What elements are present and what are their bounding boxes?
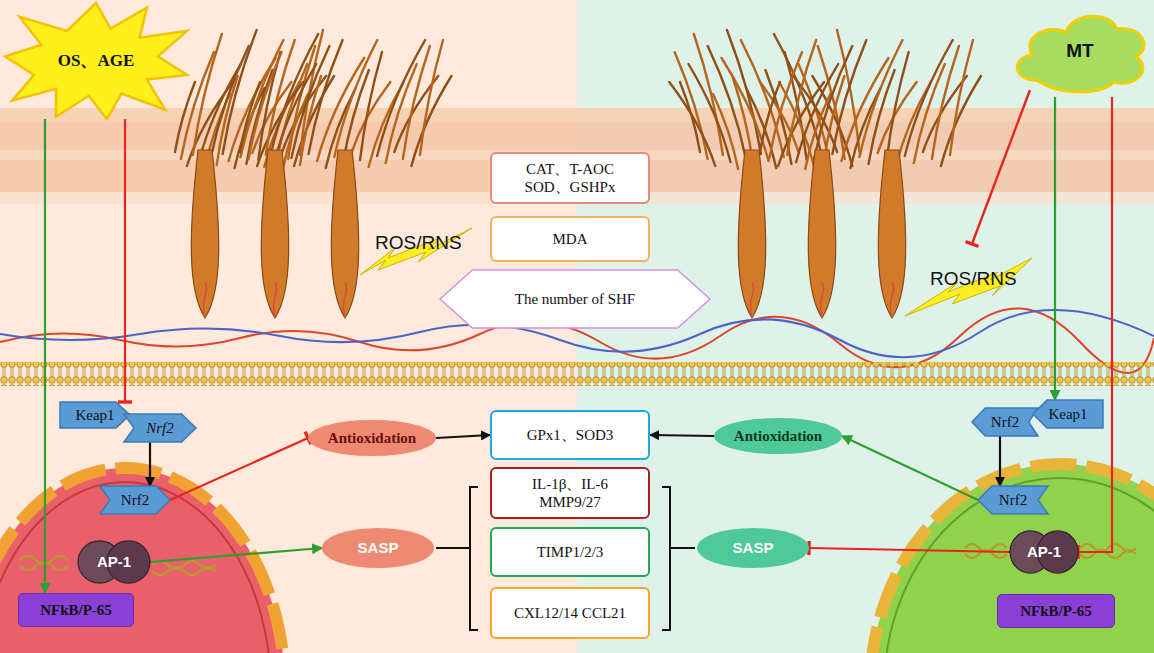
node-text: GPx1、SOD3 (527, 426, 614, 444)
connector (436, 435, 490, 438)
node-text: Nrf2 (146, 419, 174, 437)
process-box: TIMP1/2/3 (490, 527, 650, 577)
ell-node: SASP (322, 528, 434, 568)
connector (999, 436, 1001, 486)
node-text: NFkB/P-65 (1020, 602, 1092, 620)
ap1-node: AP-1 (78, 540, 150, 584)
process-box: CXL12/14 CCL21 (490, 587, 650, 639)
node-text: SASP (358, 539, 399, 557)
pentR-node: Keap1 (60, 402, 130, 428)
ell-node: Antioxidation (308, 420, 436, 456)
node-text: AP-1 (97, 553, 131, 571)
connector (650, 435, 714, 436)
chevR-node: Nrf2 (100, 486, 170, 514)
node-text: Nrf2 (999, 491, 1027, 509)
signal-label: ROS/RNS (930, 268, 1017, 290)
connector (44, 119, 46, 593)
rbox-node: NFkB/P-65 (18, 593, 134, 627)
node-text: Antioxidation (734, 427, 822, 445)
node-text: Nrf2 (121, 491, 149, 509)
node-text: IL-1β、IL-6 MMP9/27 (505, 475, 635, 511)
connector (149, 442, 151, 486)
connector (150, 548, 322, 562)
connector (124, 119, 126, 402)
node-text: CAT、T-AOC SOD、GSHPx (505, 160, 635, 196)
signal-label: ROS/RNS (375, 232, 462, 254)
cloud-node: MT (1010, 5, 1150, 97)
ell-node: SASP (697, 528, 809, 568)
node-text: OS、AGE (58, 51, 135, 71)
node-text: MT (1066, 40, 1093, 63)
node-text: SASP (733, 539, 774, 557)
node-text: TIMP1/2/3 (537, 543, 604, 561)
connector (1054, 97, 1056, 400)
connector (842, 436, 978, 500)
connector (809, 548, 1010, 552)
process-box: CAT、T-AOC SOD、GSHPx (490, 152, 650, 204)
node-text: Antioxidation (328, 429, 416, 447)
chevL-node: Nrf2 (978, 486, 1048, 514)
rbox-node: NFkB/P-65 (997, 594, 1115, 628)
process-box: MDA (490, 216, 650, 262)
connector (1078, 97, 1112, 552)
hex-node: The number of SHF (440, 270, 710, 328)
node-text: Keap1 (75, 406, 114, 424)
node-text: NFkB/P-65 (40, 601, 112, 619)
node-text: Keap1 (1048, 405, 1087, 423)
chevL-node: Nrf2 (972, 408, 1038, 436)
node-text: MDA (552, 230, 587, 248)
pentL-node: Keap1 (1033, 400, 1103, 428)
ell-node: Antioxidation (714, 418, 842, 454)
connector (170, 438, 308, 500)
ap1-node: AP-1 (1010, 530, 1078, 574)
star-node: OS、AGE (5, 3, 187, 119)
chevR-node: Nrf2 (124, 414, 196, 442)
process-box: IL-1β、IL-6 MMP9/27 (490, 467, 650, 519)
node-text: Nrf2 (991, 413, 1019, 431)
node-text: CXL12/14 CCL21 (514, 604, 626, 622)
node-text: The number of SHF (515, 290, 635, 308)
process-box: GPx1、SOD3 (490, 410, 650, 460)
node-text: AP-1 (1027, 543, 1061, 561)
